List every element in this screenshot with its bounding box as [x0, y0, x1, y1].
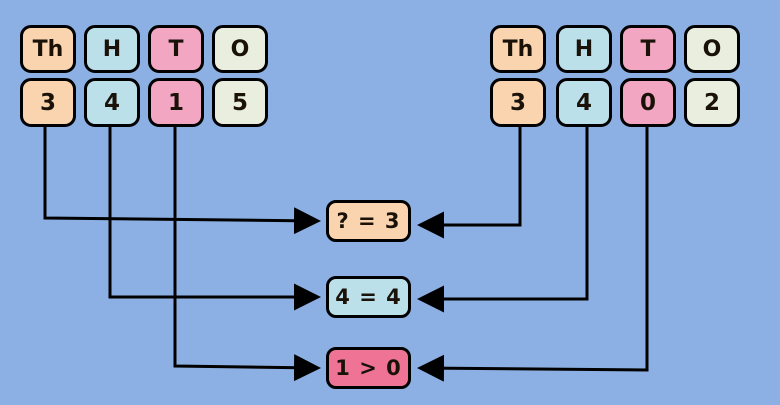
wire-right-tens: [417, 127, 649, 382]
left-header-hundreds: H: [84, 25, 140, 73]
wire-right-thousands: [417, 127, 522, 239]
right-digit-tens: 0: [620, 78, 676, 127]
wire-left-thousands: [43, 127, 321, 235]
left-digit-thousands: 3: [20, 78, 76, 127]
left-digit-hundreds: 4: [84, 78, 140, 127]
wire-left-hundreds: [108, 127, 321, 311]
right-digit-ones: 2: [684, 78, 740, 127]
left-header-tens: T: [148, 25, 204, 73]
wire-left-tens: [173, 127, 321, 382]
hundreds-comparison-box: 4 = 4: [326, 276, 411, 318]
right-digit-hundreds: 4: [556, 78, 612, 127]
wire-right-hundreds: [417, 127, 589, 313]
left-digit-tens: 1: [148, 78, 204, 127]
right-header-tens: T: [620, 25, 676, 73]
tens-comparison-box: 1 > 0: [326, 347, 411, 389]
right-header-hundreds: H: [556, 25, 612, 73]
thousands-comparison-box: ? = 3: [326, 200, 411, 242]
left-header-ones: O: [212, 25, 268, 73]
right-header-ones: O: [684, 25, 740, 73]
left-digit-ones: 5: [212, 78, 268, 127]
right-digit-thousands: 3: [490, 78, 546, 127]
right-header-thousands: Th: [490, 25, 546, 73]
left-header-thousands: Th: [20, 25, 76, 73]
